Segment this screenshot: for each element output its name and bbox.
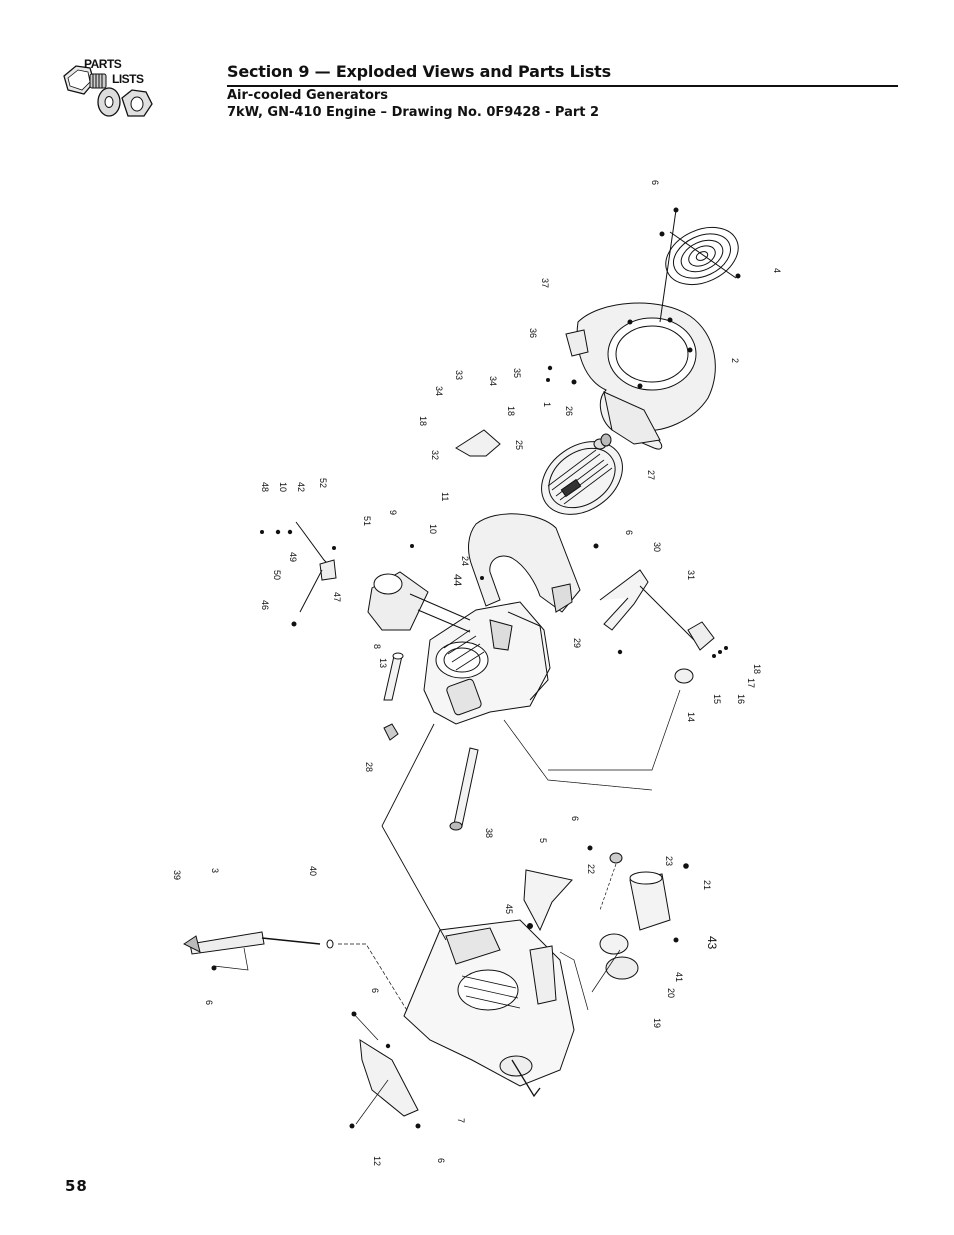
callout-10: 10 bbox=[428, 524, 438, 534]
engine-upper-part bbox=[423, 601, 551, 725]
callout-20: 20 bbox=[666, 988, 676, 998]
callout-18: 18 bbox=[418, 416, 428, 426]
callout-38: 38 bbox=[484, 828, 494, 838]
callout-32: 32 bbox=[430, 450, 440, 460]
callout-18: 18 bbox=[506, 406, 516, 416]
callout-43: 43 bbox=[705, 936, 719, 950]
flywheel-part bbox=[541, 441, 623, 515]
section-title: Section 9 — Exploded Views and Parts Lis… bbox=[227, 62, 611, 81]
oil-filter-part bbox=[629, 871, 671, 931]
callout-1: 1 bbox=[542, 402, 552, 407]
page-number: 58 bbox=[65, 1177, 88, 1195]
subtitle-drawing: 7kW, GN-410 Engine – Drawing No. 0F9428 … bbox=[227, 105, 600, 120]
callout-22: 22 bbox=[586, 864, 596, 874]
callout-8: 8 bbox=[372, 644, 382, 649]
callout-2: 2 bbox=[730, 358, 740, 363]
air-baffle-part bbox=[468, 513, 581, 613]
callout-35: 35 bbox=[512, 368, 522, 378]
callout-13: 13 bbox=[378, 658, 388, 668]
callout-39: 39 bbox=[172, 870, 182, 880]
callout-5: 5 bbox=[538, 838, 548, 843]
callout-31: 31 bbox=[686, 570, 696, 580]
nut-bolt-washer-icon bbox=[63, 65, 153, 117]
callout-25: 25 bbox=[514, 440, 524, 450]
callout-50: 50 bbox=[272, 570, 282, 580]
callout-40: 40 bbox=[308, 866, 318, 876]
callout-24: 24 bbox=[460, 556, 470, 566]
callout-45: 45 bbox=[504, 904, 514, 914]
callout-46: 46 bbox=[260, 600, 270, 610]
callout-34: 34 bbox=[488, 376, 498, 386]
callout-47: 47 bbox=[332, 592, 342, 602]
callout-34: 34 bbox=[434, 386, 444, 396]
callout-23: 23 bbox=[664, 856, 674, 866]
callout-36: 36 bbox=[528, 328, 538, 338]
callout-18: 18 bbox=[752, 664, 762, 674]
callout-14: 14 bbox=[686, 712, 696, 722]
callout-16: 16 bbox=[736, 694, 746, 704]
cable-part bbox=[449, 747, 479, 831]
callout-6: 6 bbox=[436, 1158, 446, 1163]
callout-15: 15 bbox=[712, 694, 722, 704]
callout-27: 27 bbox=[646, 470, 656, 480]
logo-text-parts: PARTS bbox=[84, 57, 122, 71]
logo-text-lists: LISTS bbox=[112, 72, 144, 86]
callout-6: 6 bbox=[570, 816, 580, 821]
callout-9: 9 bbox=[388, 510, 398, 515]
callout-28: 28 bbox=[364, 762, 374, 772]
callout-41: 41 bbox=[674, 972, 684, 982]
starter-motor-part bbox=[367, 571, 471, 633]
callout-52: 52 bbox=[318, 478, 328, 488]
tube-part bbox=[383, 652, 404, 701]
callout-6: 6 bbox=[624, 530, 634, 535]
callout-12: 12 bbox=[372, 1156, 382, 1166]
parts-lists-logo: PARTS LISTS bbox=[58, 57, 162, 126]
callout-21: 21 bbox=[702, 880, 712, 890]
callout-19: 19 bbox=[652, 1018, 662, 1028]
callout-37: 37 bbox=[540, 278, 550, 288]
callout-7: 7 bbox=[456, 1118, 466, 1123]
callout-49: 49 bbox=[288, 552, 298, 562]
callout-30: 30 bbox=[652, 542, 662, 552]
dipstick-part bbox=[183, 931, 334, 955]
callout-10: 10 bbox=[278, 482, 288, 492]
title-rule bbox=[227, 85, 898, 87]
blower-housing-part bbox=[576, 302, 716, 450]
engine-lower-part bbox=[403, 919, 575, 1098]
callout-4: 4 bbox=[772, 268, 782, 273]
callout-6: 6 bbox=[370, 988, 380, 993]
callout-6: 6 bbox=[204, 1000, 214, 1005]
callout-33: 33 bbox=[454, 370, 464, 380]
callout-51: 51 bbox=[362, 516, 372, 526]
callout-17: 17 bbox=[746, 678, 756, 688]
callout-44: 44 bbox=[451, 574, 463, 586]
callout-26: 26 bbox=[564, 406, 574, 416]
callout-29: 29 bbox=[572, 638, 582, 648]
callout-48: 48 bbox=[260, 482, 270, 492]
fan-guard-part bbox=[659, 226, 741, 286]
callout-11: 11 bbox=[440, 492, 450, 501]
subtitle-generators: Air-cooled Generators bbox=[227, 88, 389, 103]
callout-42: 42 bbox=[296, 482, 306, 492]
callout-6: 6 bbox=[650, 180, 660, 185]
callout-3: 3 bbox=[210, 868, 220, 873]
